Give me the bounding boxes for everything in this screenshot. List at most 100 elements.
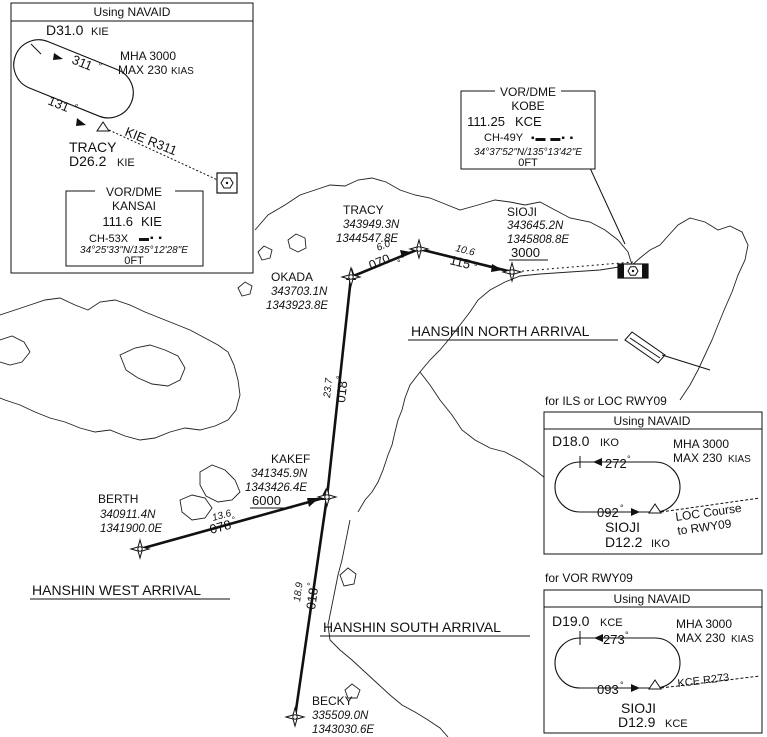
svg-text:092: 092 bbox=[597, 505, 619, 520]
vor-dme-icon bbox=[216, 172, 238, 194]
hold-tracy-panel: Using NAVAID D31.0 KIE MHA 3000 MAX 230 … bbox=[10, 2, 254, 274]
svg-text:D12.2: D12.2 bbox=[605, 534, 643, 550]
svg-text:°: ° bbox=[334, 375, 344, 380]
svg-text:TRACY: TRACY bbox=[69, 139, 117, 155]
svg-text:OKADA: OKADA bbox=[271, 270, 313, 284]
hold-ils-panel: for ILS or LOC RWY09 Using NAVAID D18.0 … bbox=[543, 394, 763, 555]
svg-text:IKO: IKO bbox=[651, 538, 670, 550]
vor-dme-icon bbox=[617, 263, 649, 279]
svg-text:HANSHIN SOUTH ARRIVAL: HANSHIN SOUTH ARRIVAL bbox=[323, 619, 501, 635]
svg-text:343949.3N: 343949.3N bbox=[343, 219, 400, 231]
svg-text:VOR/DME: VOR/DME bbox=[500, 85, 556, 99]
svg-text:KIAS: KIAS bbox=[171, 66, 194, 77]
svg-text:°: ° bbox=[72, 102, 79, 113]
svg-text:0FT: 0FT bbox=[518, 157, 538, 169]
waypoint-tracy-label: TRACY 343949.3N 1344547.8E bbox=[336, 203, 400, 245]
svg-text:D26.2: D26.2 bbox=[69, 153, 107, 169]
svg-text:D19.0: D19.0 bbox=[552, 613, 590, 629]
svg-text:078: 078 bbox=[208, 517, 233, 537]
svg-text:▪▬ ▬▪ ▪: ▪▬ ▬▪ ▪ bbox=[531, 133, 574, 144]
svg-text:KOBE: KOBE bbox=[511, 99, 544, 113]
svg-text:1343030.6E: 1343030.6E bbox=[312, 724, 374, 736]
svg-text:HANSHIN NORTH ARRIVAL: HANSHIN NORTH ARRIVAL bbox=[411, 323, 590, 339]
svg-text:1343923.8E: 1343923.8E bbox=[266, 300, 328, 312]
svg-text:1344547.8E: 1344547.8E bbox=[336, 233, 398, 245]
svg-text:Using NAVAID: Using NAVAID bbox=[614, 592, 691, 606]
svg-text:3000: 3000 bbox=[511, 245, 540, 260]
svg-text:°: ° bbox=[620, 680, 624, 690]
svg-text:1343426.4E: 1343426.4E bbox=[245, 482, 307, 494]
svg-text:°: ° bbox=[620, 503, 624, 513]
kobe-navaid-box: VOR/DME KOBE 111.25 KCE CH-49Y ▪▬ ▬▪ ▪ 3… bbox=[460, 84, 596, 170]
svg-text:272: 272 bbox=[605, 456, 627, 471]
waypoint-icon bbox=[129, 238, 523, 728]
svg-text:KIE: KIE bbox=[141, 214, 162, 229]
svg-text:KIAS: KIAS bbox=[728, 454, 751, 465]
svg-text:343645.2N: 343645.2N bbox=[507, 220, 564, 232]
svg-text:335509.0N: 335509.0N bbox=[312, 710, 369, 722]
svg-text:018: 018 bbox=[303, 587, 321, 611]
svg-text:6000: 6000 bbox=[252, 493, 281, 508]
svg-text:23.7: 23.7 bbox=[322, 377, 335, 399]
svg-text:MHA 3000: MHA 3000 bbox=[120, 49, 176, 63]
svg-text:341345.9N: 341345.9N bbox=[251, 468, 308, 480]
svg-text:6.0: 6.0 bbox=[375, 238, 392, 254]
coastline bbox=[0, 177, 749, 737]
svg-text:311: 311 bbox=[70, 52, 95, 74]
svg-text:KIE: KIE bbox=[91, 26, 109, 38]
waypoint-okada-label: OKADA 343703.1N 1343923.8E bbox=[266, 270, 328, 312]
svg-text:Using NAVAID: Using NAVAID bbox=[94, 5, 171, 19]
svg-text:Using NAVAID: Using NAVAID bbox=[614, 414, 691, 428]
svg-text:HANSHIN WEST ARRIVAL: HANSHIN WEST ARRIVAL bbox=[32, 582, 201, 598]
svg-text:IKO: IKO bbox=[600, 437, 619, 449]
svg-text:MHA 3000: MHA 3000 bbox=[673, 437, 729, 451]
svg-text:340911.4N: 340911.4N bbox=[100, 509, 156, 521]
svg-text:KCE: KCE bbox=[600, 617, 623, 629]
svg-text:°: ° bbox=[231, 514, 237, 525]
svg-text:MAX 230: MAX 230 bbox=[676, 631, 726, 645]
waypoint-sioji-label: SIOJI 343645.2N 1345808.8E 3000 bbox=[507, 205, 569, 261]
svg-text:KAKEF: KAKEF bbox=[271, 452, 310, 466]
svg-text:KCE: KCE bbox=[665, 718, 688, 730]
svg-text:°: ° bbox=[627, 454, 631, 464]
arrival-titles: HANSHIN NORTH ARRIVAL HANSHIN WEST ARRIV… bbox=[30, 323, 618, 637]
svg-text:273: 273 bbox=[603, 632, 625, 647]
svg-text:°: ° bbox=[397, 258, 401, 268]
svg-text:070: 070 bbox=[367, 251, 393, 273]
svg-text:1345808.8E: 1345808.8E bbox=[507, 234, 569, 246]
svg-text:D18.0: D18.0 bbox=[552, 433, 590, 449]
svg-text:SIOJI: SIOJI bbox=[507, 205, 537, 219]
svg-text:▬▪ ▪: ▬▪ ▪ bbox=[139, 233, 163, 244]
svg-text:MAX 230: MAX 230 bbox=[118, 63, 168, 77]
svg-text:SIOJI: SIOJI bbox=[605, 519, 640, 535]
svg-text:CH-53X: CH-53X bbox=[89, 233, 129, 245]
svg-text:VOR/DME: VOR/DME bbox=[106, 185, 162, 199]
svg-text:for ILS or LOC RWY09: for ILS or LOC RWY09 bbox=[545, 394, 667, 408]
runway-icon bbox=[624, 331, 711, 371]
svg-text:KIE: KIE bbox=[117, 157, 135, 169]
svg-text:115: 115 bbox=[448, 252, 472, 272]
svg-text:111.6: 111.6 bbox=[102, 214, 133, 229]
svg-text:°: ° bbox=[474, 262, 478, 272]
svg-text:093: 093 bbox=[597, 682, 619, 697]
svg-text:KCE: KCE bbox=[515, 114, 542, 129]
waypoint-kakef-label: KAKEF 341345.9N 1343426.4E 6000 bbox=[245, 452, 310, 509]
svg-text:10.6: 10.6 bbox=[454, 243, 476, 258]
holding-pattern-icon bbox=[13, 39, 134, 119]
svg-text:°: ° bbox=[625, 630, 629, 640]
svg-text:SIOJI: SIOJI bbox=[621, 700, 656, 716]
waypoint-becky-label: BECKY 335509.0N 1343030.6E bbox=[312, 694, 374, 736]
svg-text:34°25'33"N/135°12'28"E: 34°25'33"N/135°12'28"E bbox=[80, 245, 188, 256]
svg-text:D12.9: D12.9 bbox=[618, 714, 656, 730]
svg-text:13.6: 13.6 bbox=[211, 508, 233, 524]
svg-text:MAX 230: MAX 230 bbox=[673, 451, 723, 465]
svg-text:018: 018 bbox=[333, 380, 350, 403]
waypoint-berth-label: BERTH 340911.4N 1341900.0E bbox=[98, 492, 162, 535]
svg-text:for VOR RWY09: for VOR RWY09 bbox=[545, 571, 633, 585]
svg-text:°: ° bbox=[96, 61, 103, 72]
svg-text:D31.0: D31.0 bbox=[46, 22, 84, 38]
svg-text:BECKY: BECKY bbox=[312, 694, 353, 708]
svg-text:343703.1N: 343703.1N bbox=[271, 286, 328, 298]
svg-text:0FT: 0FT bbox=[124, 255, 144, 267]
svg-text:CH-49Y: CH-49Y bbox=[484, 132, 524, 144]
